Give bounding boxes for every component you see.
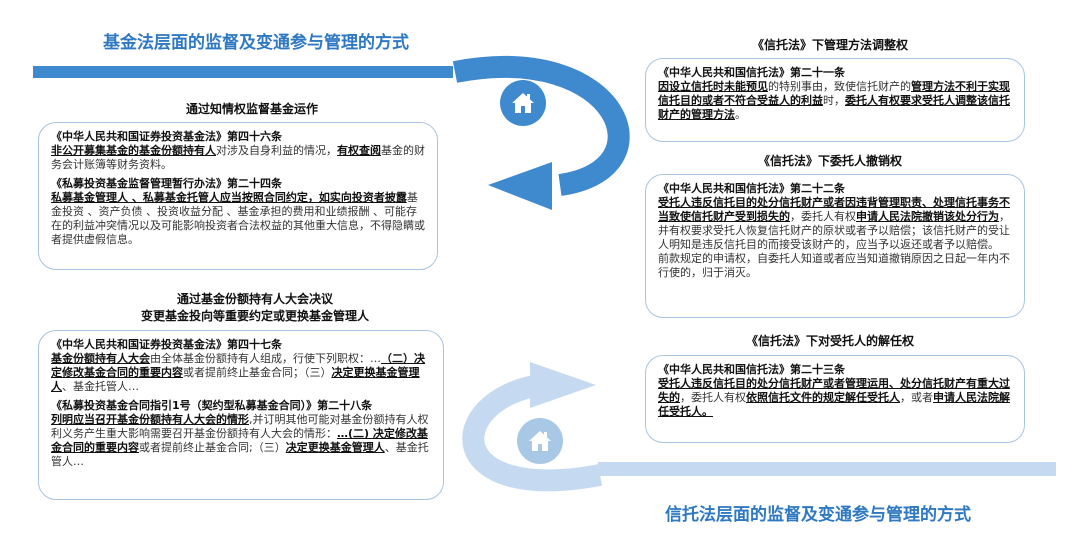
left-section1-heading: 通过知情权监督基金运作 [185,102,318,116]
body-text: 前款规定的申请权，自委托人知道或者应当知道撤销原因之日起一年内不行使的，归于消灭… [658,252,1010,279]
emphasis-text: 列明应当召开基金份额持有人大会的情形 [51,413,249,426]
left-title: 基金法层面的监督及变通参与管理的方式 [103,33,409,53]
home-icon [529,431,551,451]
emphasis-text: 受托人违反信托目的处分信托财产或者管理运用、处分信托财产有重大过失的 [658,377,1010,404]
top-arrowhead [488,162,552,210]
right-section3-box: 《中华人民共和国信托法》第二十三条 受托人违反信托目的处分信托财产或者管理运用、… [645,355,1025,443]
law-citation: 《中华人民共和国信托法》第二十一条 [658,66,845,79]
body-text: 或者提前终止基金合同;（三） [139,441,286,454]
left-section2-heading-1: 通过基金份额持有人大会决议 [176,292,333,306]
body-text: ，委托人有权 [790,210,856,223]
law-citation: 《中华人民共和国证券投资基金法》第四十六条 [51,130,282,143]
emphasis-text: 管理方法不利于实现信托目的或者不符合受益人的利益 [658,80,1010,107]
body-text: 由全体基金份额持有人组成，行使下列职权：… [150,352,381,365]
emphasis-text: 受托人违反信托目的处分信托财产或者因违背管理职责、处理信托事务不当致使信托财产受… [658,196,1010,223]
law-citation: 《中华人民共和国证券投资基金法》第四十七条 [51,338,282,351]
emphasis-text: 申请人民法院解任受托人。 [658,391,1010,418]
emphasis-text: 有权查阅 [337,144,381,157]
emphasis-text: ，如实向投资者披露 [307,191,407,204]
body-text: 时， [823,94,845,107]
left-section1-box: 《中华人民共和国证券投资基金法》第四十六条 非公开募集基金的基金份额持有人对涉及… [38,122,438,270]
emphasis-text: （二）决定修改基金合同的重要内容 [51,352,425,379]
emphasis-text: 决定更换基金管理人 [285,441,385,454]
bottom-curved-arrow [462,374,603,492]
emphasis-text: 非公开募集基金的基金份额持有人 [51,144,216,157]
top-curved-arrow [452,56,630,196]
top-bar [33,66,453,78]
left-section2-box: 《中华人民共和国证券投资基金法》第四十七条 基金份额持有人大会由全体基金份额持有… [38,330,444,500]
law-citation: 《中华人民共和国信托法》第二十二条 [658,182,845,195]
emphasis-text: 私募基金管理人 、私募基金托管人应当按照合同约定 [51,191,308,204]
home-icon [512,93,534,113]
right-title: 信托法层面的监督及变通参与管理的方式 [665,505,971,525]
law-citation: 《中华人民共和国信托法》第二十三条 [658,363,845,376]
left-section2-heading-2: 变更基金投向等重要约定或更换基金管理人 [140,309,369,323]
right-section2-heading: 《信托法》下委托人撤销权 [757,154,902,168]
bottom-arrowhead [530,362,596,408]
right-section2-box: 《中华人民共和国信托法》第二十二条 受托人违反信托目的处分信托财产或者因违背管理… [645,174,1025,318]
body-text: 基金的财务会计账簿等财务资料。 [51,144,425,171]
body-text: ，或者 [900,391,933,404]
emphasis-text: 基金份额持有人大会 [51,352,150,365]
body-text: 。 [735,108,746,121]
bottom-home-badge [517,418,563,464]
emphasis-text: 委托人有权要求受托人调整该信托财产的管理方法 [658,94,1010,121]
body-text: ，委托人有权 [680,391,746,404]
emphasis-text: 决定更换基金管理人 [51,366,420,393]
law-citation: 《私募投资基金监督管理暂行办法》第二十四条 [51,177,282,190]
body-text: ,并订明其他可能对基金份额持有人权利义务产生重大影响需要召开基金份额持有人大会的… [51,413,429,440]
body-text: 或者提前终止基金合同；（三） [183,366,332,379]
body-text: 基金投资 、资产负债 、投资收益分配 、基金承担的费用和业绩报酬 、可能存在的利… [51,191,425,246]
emphasis-text: …(二) 决定修改基金合同的重要内容 [51,427,428,454]
emphasis-text: 依照信托文件的规定解任受托人 [746,391,900,404]
body-text: ，并有权要求受托人恢复信托财产的原状或者予以赔偿；该信托财产的受让人明知是违反信… [658,210,1010,251]
bottom-bar [598,462,1056,476]
top-home-badge [500,80,546,126]
right-section1-heading: 《信托法》下管理方法调整权 [751,38,908,52]
right-section1-box: 《中华人民共和国信托法》第二十一条 因设立信托时未能预见的特别事由，致使信托财产… [645,58,1025,142]
right-section3-heading: 《信托法》下对受托人的解任权 [745,334,914,348]
body-text: 的特别事由，致使信托财产的 [768,80,911,93]
body-text: 、基金托管人… [51,441,429,468]
body-text: 对涉及自身利益的情况， [216,144,337,157]
emphasis-text: 申请人民法院撤销该处分行为 [856,210,999,223]
law-citation: 《私募投资基金合同指引1号（契约型私募基金合同）》第二十八条 [51,399,373,412]
emphasis-text: 因设立信托时未能预见 [658,80,768,93]
body-text: 、基金托管人… [62,380,139,393]
